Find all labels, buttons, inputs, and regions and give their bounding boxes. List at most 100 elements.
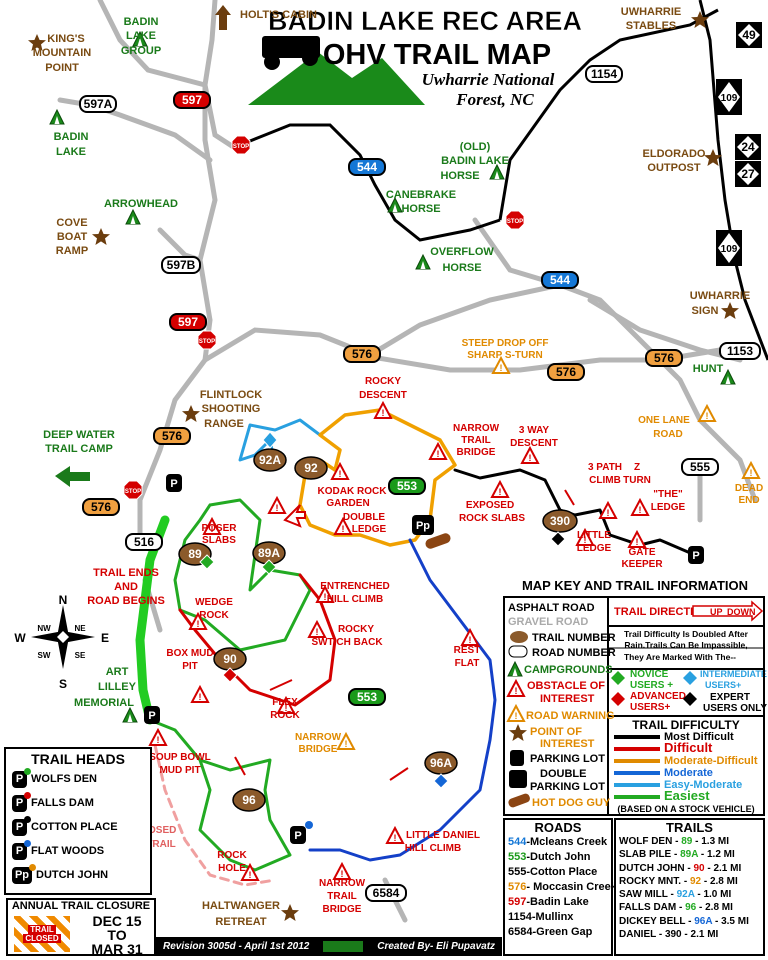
label-narrow-trail-bridge-1: NARROW — [453, 423, 500, 434]
difficulty-label: Easiest — [664, 788, 710, 803]
label-box-mud-1: BOX MUD — [166, 648, 213, 659]
svg-text:90: 90 — [223, 652, 237, 666]
label-trail-ends-3: ROAD BEGINS — [87, 595, 165, 607]
road-576-a: 576 — [343, 345, 381, 363]
label-uwharrie-stables-2: STABLES — [626, 20, 677, 32]
label-the-ledge-1: "THE" — [653, 489, 683, 500]
road-item-number: 576 — [508, 881, 527, 893]
road-item: 6584-Green Gap — [505, 925, 611, 940]
label-art-lilley-1: ART — [106, 666, 129, 678]
arrow-up-icon — [215, 5, 231, 30]
label-cove-1: COVE — [56, 217, 87, 229]
key-obstacle-2: INTEREST — [540, 693, 595, 705]
label-narrow-trail-bridge-2: TRAIL — [461, 435, 490, 446]
road-item: 597-Badin Lake — [505, 895, 611, 910]
key-note-2: Rain.Trails Can Be Impassible, — [624, 640, 747, 650]
label-badin-group-2: LAKE — [126, 30, 156, 42]
road-544-top: 544 — [348, 158, 386, 176]
road-597-mid: 597 — [169, 313, 207, 331]
road-item-number: 6584 — [508, 926, 533, 938]
compass-sw: SW — [38, 651, 51, 660]
key-parking: PARKING LOT — [530, 753, 605, 765]
key-obstacle-1: OBSTACLE OF — [527, 680, 605, 692]
parking-icon: P — [12, 839, 31, 860]
revision-text: Revision 3005d - April 1st 2012 — [162, 941, 310, 952]
key-note-1: Trail Difficulty Is Doubled After — [624, 629, 749, 639]
parking-dutch-john: Pp — [412, 515, 434, 535]
label-three-path-1: 3 PATH — [588, 462, 622, 473]
svg-text:553: 553 — [397, 479, 417, 493]
trail-head-color-dot — [29, 863, 36, 871]
label-dead-end-2: END — [738, 495, 759, 506]
road-555: 555 — [681, 458, 719, 476]
svg-text:96A: 96A — [430, 756, 452, 770]
trail-item: WOLF DEN - 89 - 1.3 MI — [616, 835, 763, 848]
trail-item-distance: - 3.5 MI — [712, 915, 749, 927]
trail-head-color-dot — [24, 815, 31, 823]
trail-item-name: DUTCH JOHN - — [619, 862, 694, 874]
label-old-badin-1: (OLD) — [460, 141, 491, 153]
difficulty-label: Most Difficult — [664, 731, 734, 743]
road-item-name: -Cotton Place — [526, 866, 598, 878]
difficulty-label: Moderate-Difficult — [664, 755, 758, 767]
label-double-ledge-2: LEDGE — [352, 524, 387, 535]
key-based-on: (BASED ON A STOCK VEHICLE) — [617, 804, 754, 814]
svg-text:576: 576 — [91, 500, 111, 514]
trail-item: SAW MILL - 92A - 1.0 MI — [616, 888, 763, 901]
compass-w: W — [14, 631, 26, 645]
svg-text:576: 576 — [654, 351, 674, 365]
road-576-e: 576 — [82, 498, 120, 516]
road-597b: 597B — [161, 256, 201, 274]
key-road-warning: ROAD WARNING — [526, 710, 615, 722]
key-expert-2: USERS ONLY — [703, 703, 767, 714]
key-advanced-1: ADVANCED — [630, 691, 686, 702]
compass-e: E — [101, 631, 109, 645]
road-553-b: 553 — [348, 688, 386, 706]
key-expert-1: EXPERT — [710, 692, 750, 703]
trail-item-name: SAW MILL - — [619, 889, 677, 901]
key-trail-number: TRAIL NUMBER — [532, 632, 616, 644]
label-haltwanger-2: RETREAT — [215, 916, 266, 928]
svg-text:6584: 6584 — [373, 886, 400, 900]
road-item: 1154-Mullinx — [505, 910, 611, 925]
trail-item-number: 390 — [664, 929, 682, 941]
trail-item-distance: - 1.0 MI — [694, 889, 732, 901]
svg-text:P: P — [170, 478, 177, 490]
label-badin-lake-1: BADIN — [54, 131, 89, 143]
key-difficulty-title: TRAIL DIFFICULTY — [632, 718, 740, 732]
key-road-number: ROAD NUMBER — [532, 647, 616, 659]
road-item: 576- Moccasin Creek — [505, 880, 617, 895]
svg-text:109: 109 — [721, 93, 738, 104]
parking-flat-woods: P — [688, 546, 704, 564]
trail-item-number: 89 — [681, 836, 693, 847]
label-overflow-1: OVERFLOW — [430, 246, 494, 258]
label-rocky-descent-1: ROCKY — [365, 376, 401, 387]
trail-96a: 96A — [424, 751, 458, 789]
key-double-2: PARKING LOT — [530, 781, 605, 793]
label-one-lane-1: ONE LANE — [638, 415, 690, 426]
subtitle-line1: Uwharrie National — [422, 70, 555, 89]
trail-item: DUTCH JOHN - 90 - 2.1 MI — [616, 862, 763, 875]
svg-text:576: 576 — [556, 365, 576, 379]
label-z-turn-2: TURN — [623, 475, 651, 486]
road-597a: 597A — [79, 95, 117, 113]
label-soup-1: SOUP BOWL — [149, 752, 210, 763]
trail-item-distance: - 1.2 MI — [698, 849, 735, 861]
nc-109-b: 109 — [716, 230, 742, 266]
closure-date-2: TO — [107, 927, 127, 943]
trail-head-label: DUTCH JOHN — [36, 869, 109, 881]
key-poi-2: INTEREST — [540, 738, 595, 750]
label-exposed-2: ROCK SLABS — [459, 513, 525, 524]
label-art-lilley-3: MEMORIAL — [74, 697, 134, 709]
road-576-b: 576 — [547, 363, 585, 381]
svg-text:597A: 597A — [84, 97, 113, 111]
label-rocky-switch-2: SWTICH BACK — [311, 637, 383, 648]
trail-item-name: DANIEL - — [619, 929, 665, 941]
label-art-lilley-2: LILLEY — [98, 681, 137, 693]
road-item-number: 1154 — [508, 911, 532, 923]
label-eldorado-2: OUTPOST — [647, 162, 700, 174]
label-haltwanger-1: HALTWANGER — [202, 900, 280, 912]
key-down: DOWN — [727, 607, 756, 617]
svg-text:555: 555 — [690, 460, 710, 474]
